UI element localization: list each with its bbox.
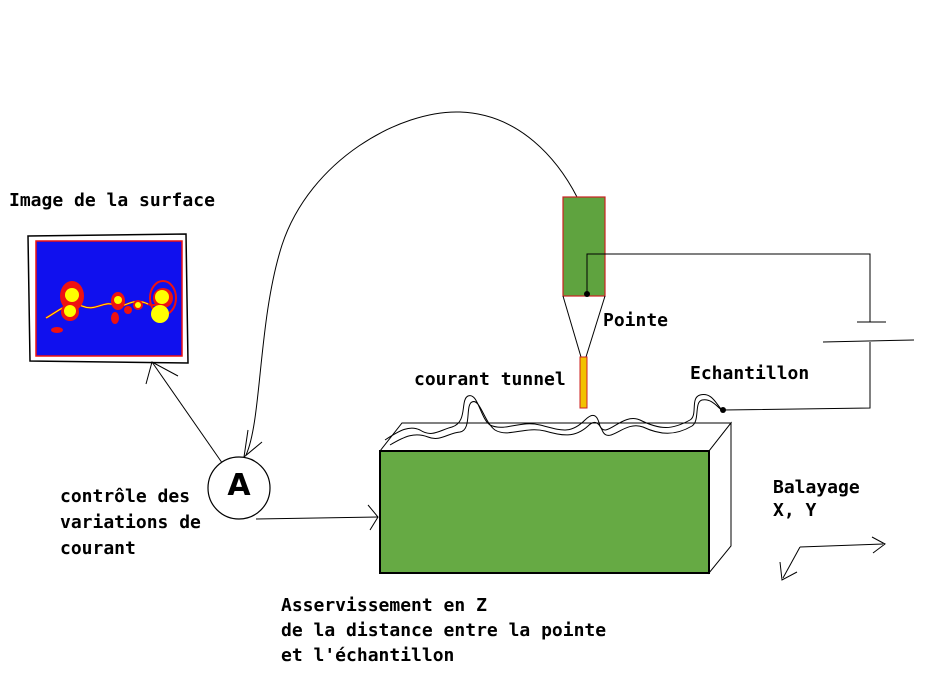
sample-label: Echantillon [690,363,810,384]
ammeter [207,456,271,520]
feedback-wire [243,111,578,459]
sample-front-face [379,450,710,574]
sample-top-face [378,422,733,452]
sample-contact-dot [720,407,726,413]
ammeter-label: A [227,468,251,503]
surface-image-title: Image de la surface [9,190,215,211]
tip-needle [579,356,588,409]
xy-scan-arrows [779,536,886,581]
arrow-to-image [145,361,226,468]
tip-cone [562,295,606,358]
tip-label: Pointe [603,310,669,331]
tunnel-current-label: courant tunnel [414,369,566,390]
surface-image [27,233,189,364]
sample-block [378,421,733,575]
scan-label-line2: X, Y [773,500,817,521]
holder-contact-dot [584,291,590,297]
servo-label-line1: Asservissement en Z [281,595,487,616]
tip-holder [562,196,606,297]
control-label-line1: contrôle des [60,486,191,507]
arrow-to-sample [255,504,379,531]
control-label-line3: courant [60,538,136,559]
surface-waves [384,394,725,446]
scan-label-line1: Balayage [773,477,860,498]
bias-circuit [586,253,915,411]
servo-label-line3: et l'échantillon [281,645,455,666]
servo-label-line2: de la distance entre la pointe [281,620,607,641]
control-label-line2: variations de [60,512,201,533]
